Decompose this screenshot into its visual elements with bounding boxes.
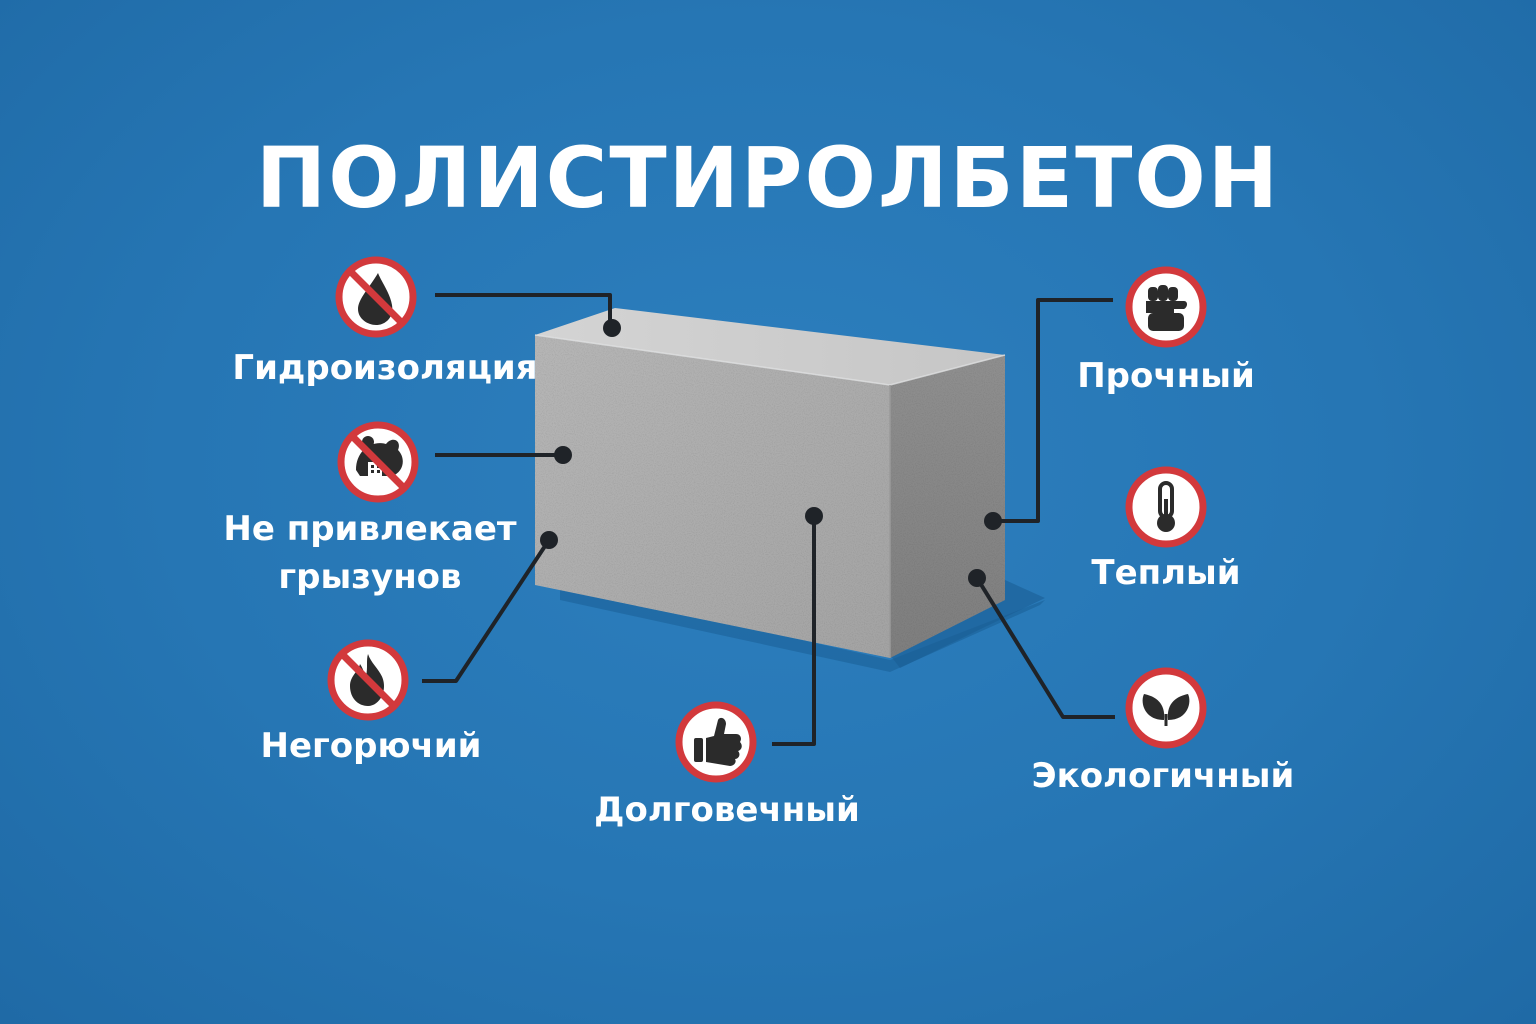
label-rodents-line2: грызунов [278,557,462,597]
label-nonflammable: Негорючий [260,726,482,766]
label-durable: Долговечный [594,790,860,830]
label-warm: Теплый [1091,553,1241,593]
connector-nonflammable [422,538,551,683]
connector-eco [975,576,1115,719]
badge-eco [1125,667,1207,749]
connector-strong [993,298,1113,523]
leaves-icon [1142,694,1190,726]
block-shadow [560,580,1045,672]
badge-rodents [337,421,419,503]
badge-strong [1125,266,1207,348]
badge-durable [675,701,757,783]
connector-dot-rodents [554,446,572,464]
label-strong: Прочный [1077,356,1255,396]
connector-dot-eco [968,569,986,587]
badge-nonflammable [327,639,409,721]
label-rodents-line1: Не привлекает [223,509,517,549]
page-title: ПОЛИСТИРОЛБЕТОН [255,129,1281,227]
badge-waterproofing [335,256,417,338]
thumbs-up-icon [694,717,742,766]
label-waterproofing: Гидроизоляция [232,348,538,388]
connector-dot-durable [805,507,823,525]
concrete-block [534,308,1006,658]
connector-dot-strong [984,512,1002,530]
label-rodents: Не привлекает грызунов [210,505,530,601]
connector-dot-waterproofing [603,319,621,337]
connector-dot-nonflammable [540,531,558,549]
connector-waterproofing [435,293,612,328]
badge-warm [1125,466,1207,548]
thermometer-icon [1157,481,1175,532]
label-eco: Экологичный [1031,756,1295,796]
connector-durable [772,516,816,746]
block-top-face [535,308,1005,385]
fist-icon [1146,285,1187,331]
